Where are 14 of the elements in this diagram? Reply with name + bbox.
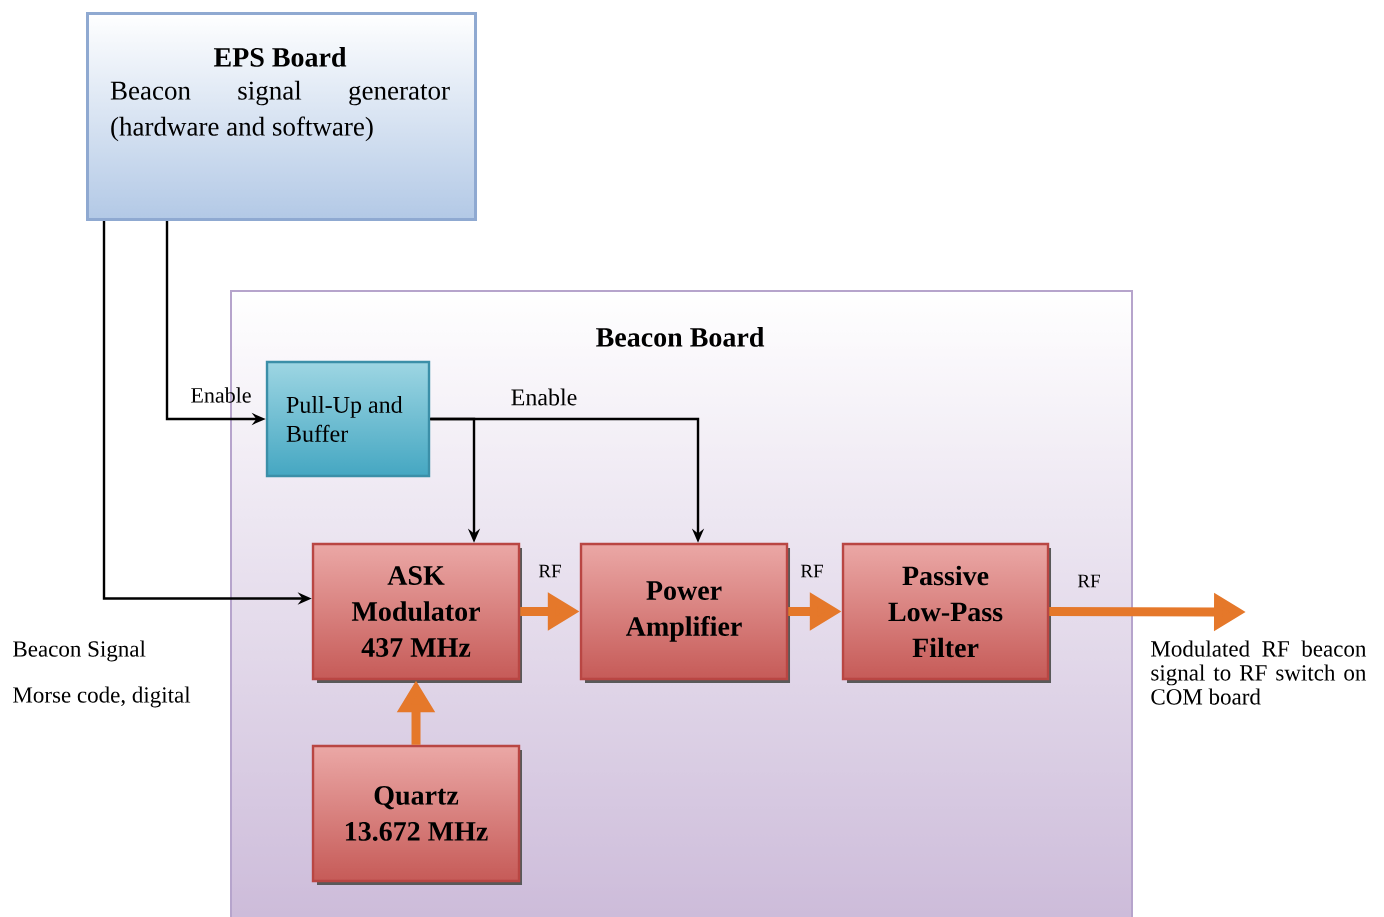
note-text: Morse code, digital <box>13 686 191 708</box>
board-box: EPS Board Beacon signal generator (hardware and software) <box>86 12 477 221</box>
edge-label: Enable <box>511 388 577 406</box>
edge-label: RF <box>1077 574 1100 588</box>
process-box: Power Amplifier <box>579 542 790 683</box>
note-text: Beacon Signal <box>13 640 146 662</box>
process-box: ASK Modulator 437 MHz <box>311 542 522 683</box>
process-box: Pull-Up and Buffer <box>265 360 431 478</box>
process-box: Passive Low-Pass Filter <box>841 542 1051 683</box>
note-text: Modulated RF beacon signal to RF switch on COM board <box>1151 640 1367 705</box>
edge-label: Enable <box>191 387 251 403</box>
edge-label: RF <box>538 564 561 578</box>
edge-label: RF <box>800 564 823 578</box>
process-box: Quartz 13.672 MHz <box>311 744 522 885</box>
